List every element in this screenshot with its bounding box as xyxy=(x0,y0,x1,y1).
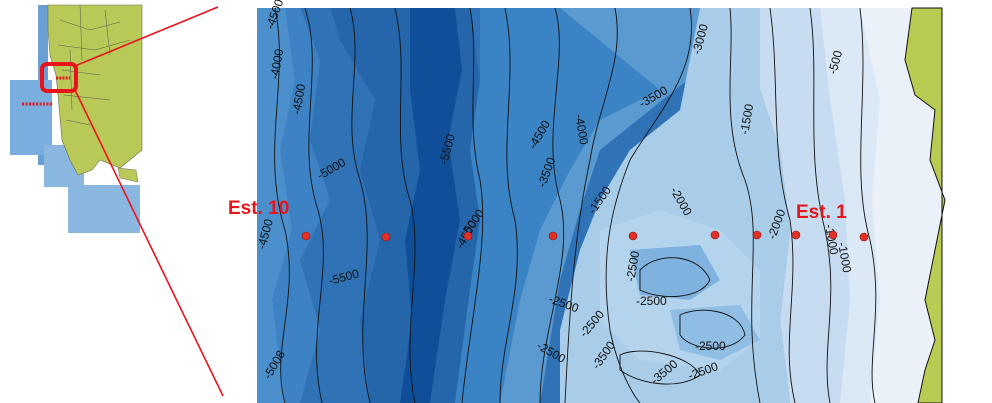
station-marker xyxy=(548,231,558,241)
inset-ocean-south xyxy=(68,185,140,233)
station-marker xyxy=(463,231,473,241)
inset-map xyxy=(10,4,143,235)
station-marker xyxy=(381,232,391,242)
contour-label: -4000 xyxy=(572,113,591,146)
contour-label: -4000 xyxy=(267,48,286,81)
bathymetry-map: -4500 -4000 -4500 -4500 -5500 -5000 -450… xyxy=(228,0,946,403)
contour-label: -2500 xyxy=(695,339,726,353)
contour-label: -2500 xyxy=(636,294,667,308)
station-marker xyxy=(752,230,762,240)
station-label-west: Est. 10 xyxy=(228,198,289,219)
stations xyxy=(301,230,869,242)
contour-label: -4500 xyxy=(289,83,308,116)
coast-land xyxy=(904,7,946,403)
contour-lines xyxy=(274,7,877,403)
callout-line-bottom xyxy=(74,89,224,397)
station-label-east: Est. 1 xyxy=(796,202,847,223)
station-marker xyxy=(710,230,720,240)
contour-label: -1000 xyxy=(822,223,841,256)
contour-label: -1500 xyxy=(737,103,756,136)
contour-label: -1000 xyxy=(835,241,854,274)
station-marker xyxy=(791,230,801,240)
callout-line-top xyxy=(74,6,219,67)
contour-label: -2500 xyxy=(623,250,642,283)
contour-label: -500 xyxy=(825,49,845,76)
inset-region-highlight xyxy=(40,62,78,93)
station-marker xyxy=(859,232,869,242)
station-marker xyxy=(301,231,311,241)
station-marker xyxy=(628,231,638,241)
station-marker xyxy=(828,230,838,240)
